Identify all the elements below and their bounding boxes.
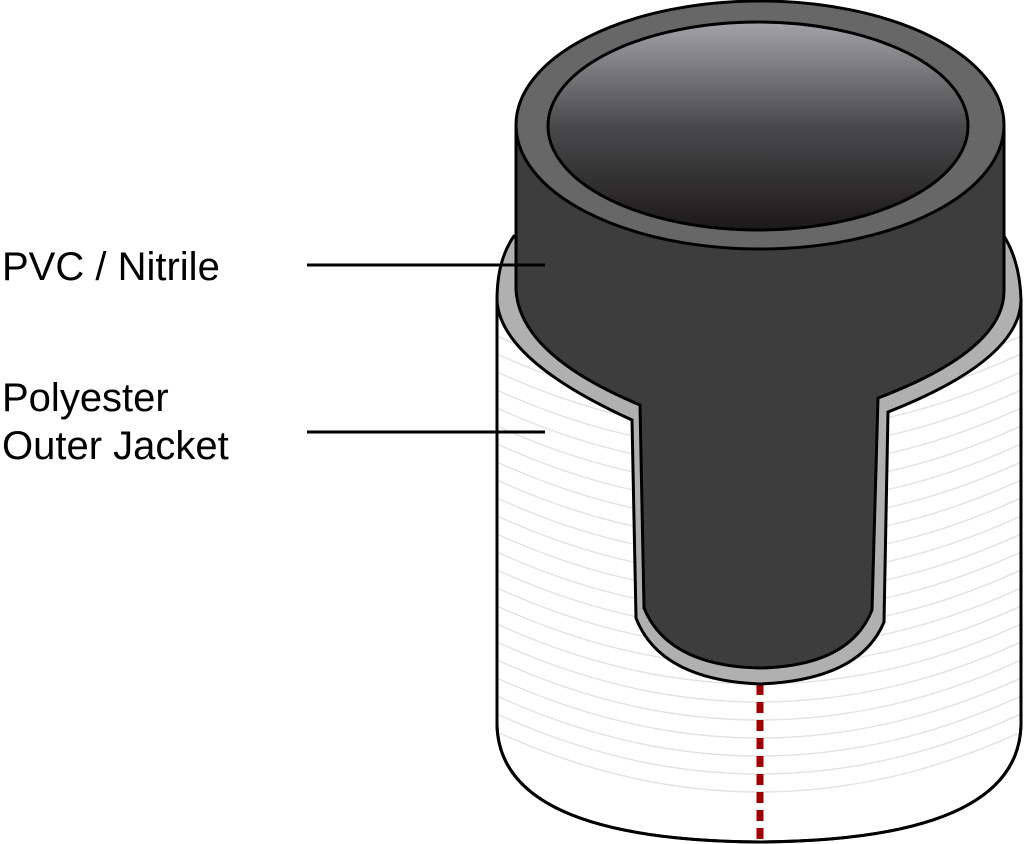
inner-tube xyxy=(514,0,1006,670)
label-pvc-nitrile-text: PVC / Nitrile xyxy=(2,245,220,289)
label-polyester-line1: Polyester xyxy=(2,376,169,420)
label-polyester-line2: Outer Jacket xyxy=(2,424,229,468)
inner-tube-bore xyxy=(546,20,970,232)
label-pvc-nitrile: PVC / Nitrile xyxy=(2,243,220,291)
label-polyester-jacket: Polyester Outer Jacket xyxy=(2,374,229,470)
